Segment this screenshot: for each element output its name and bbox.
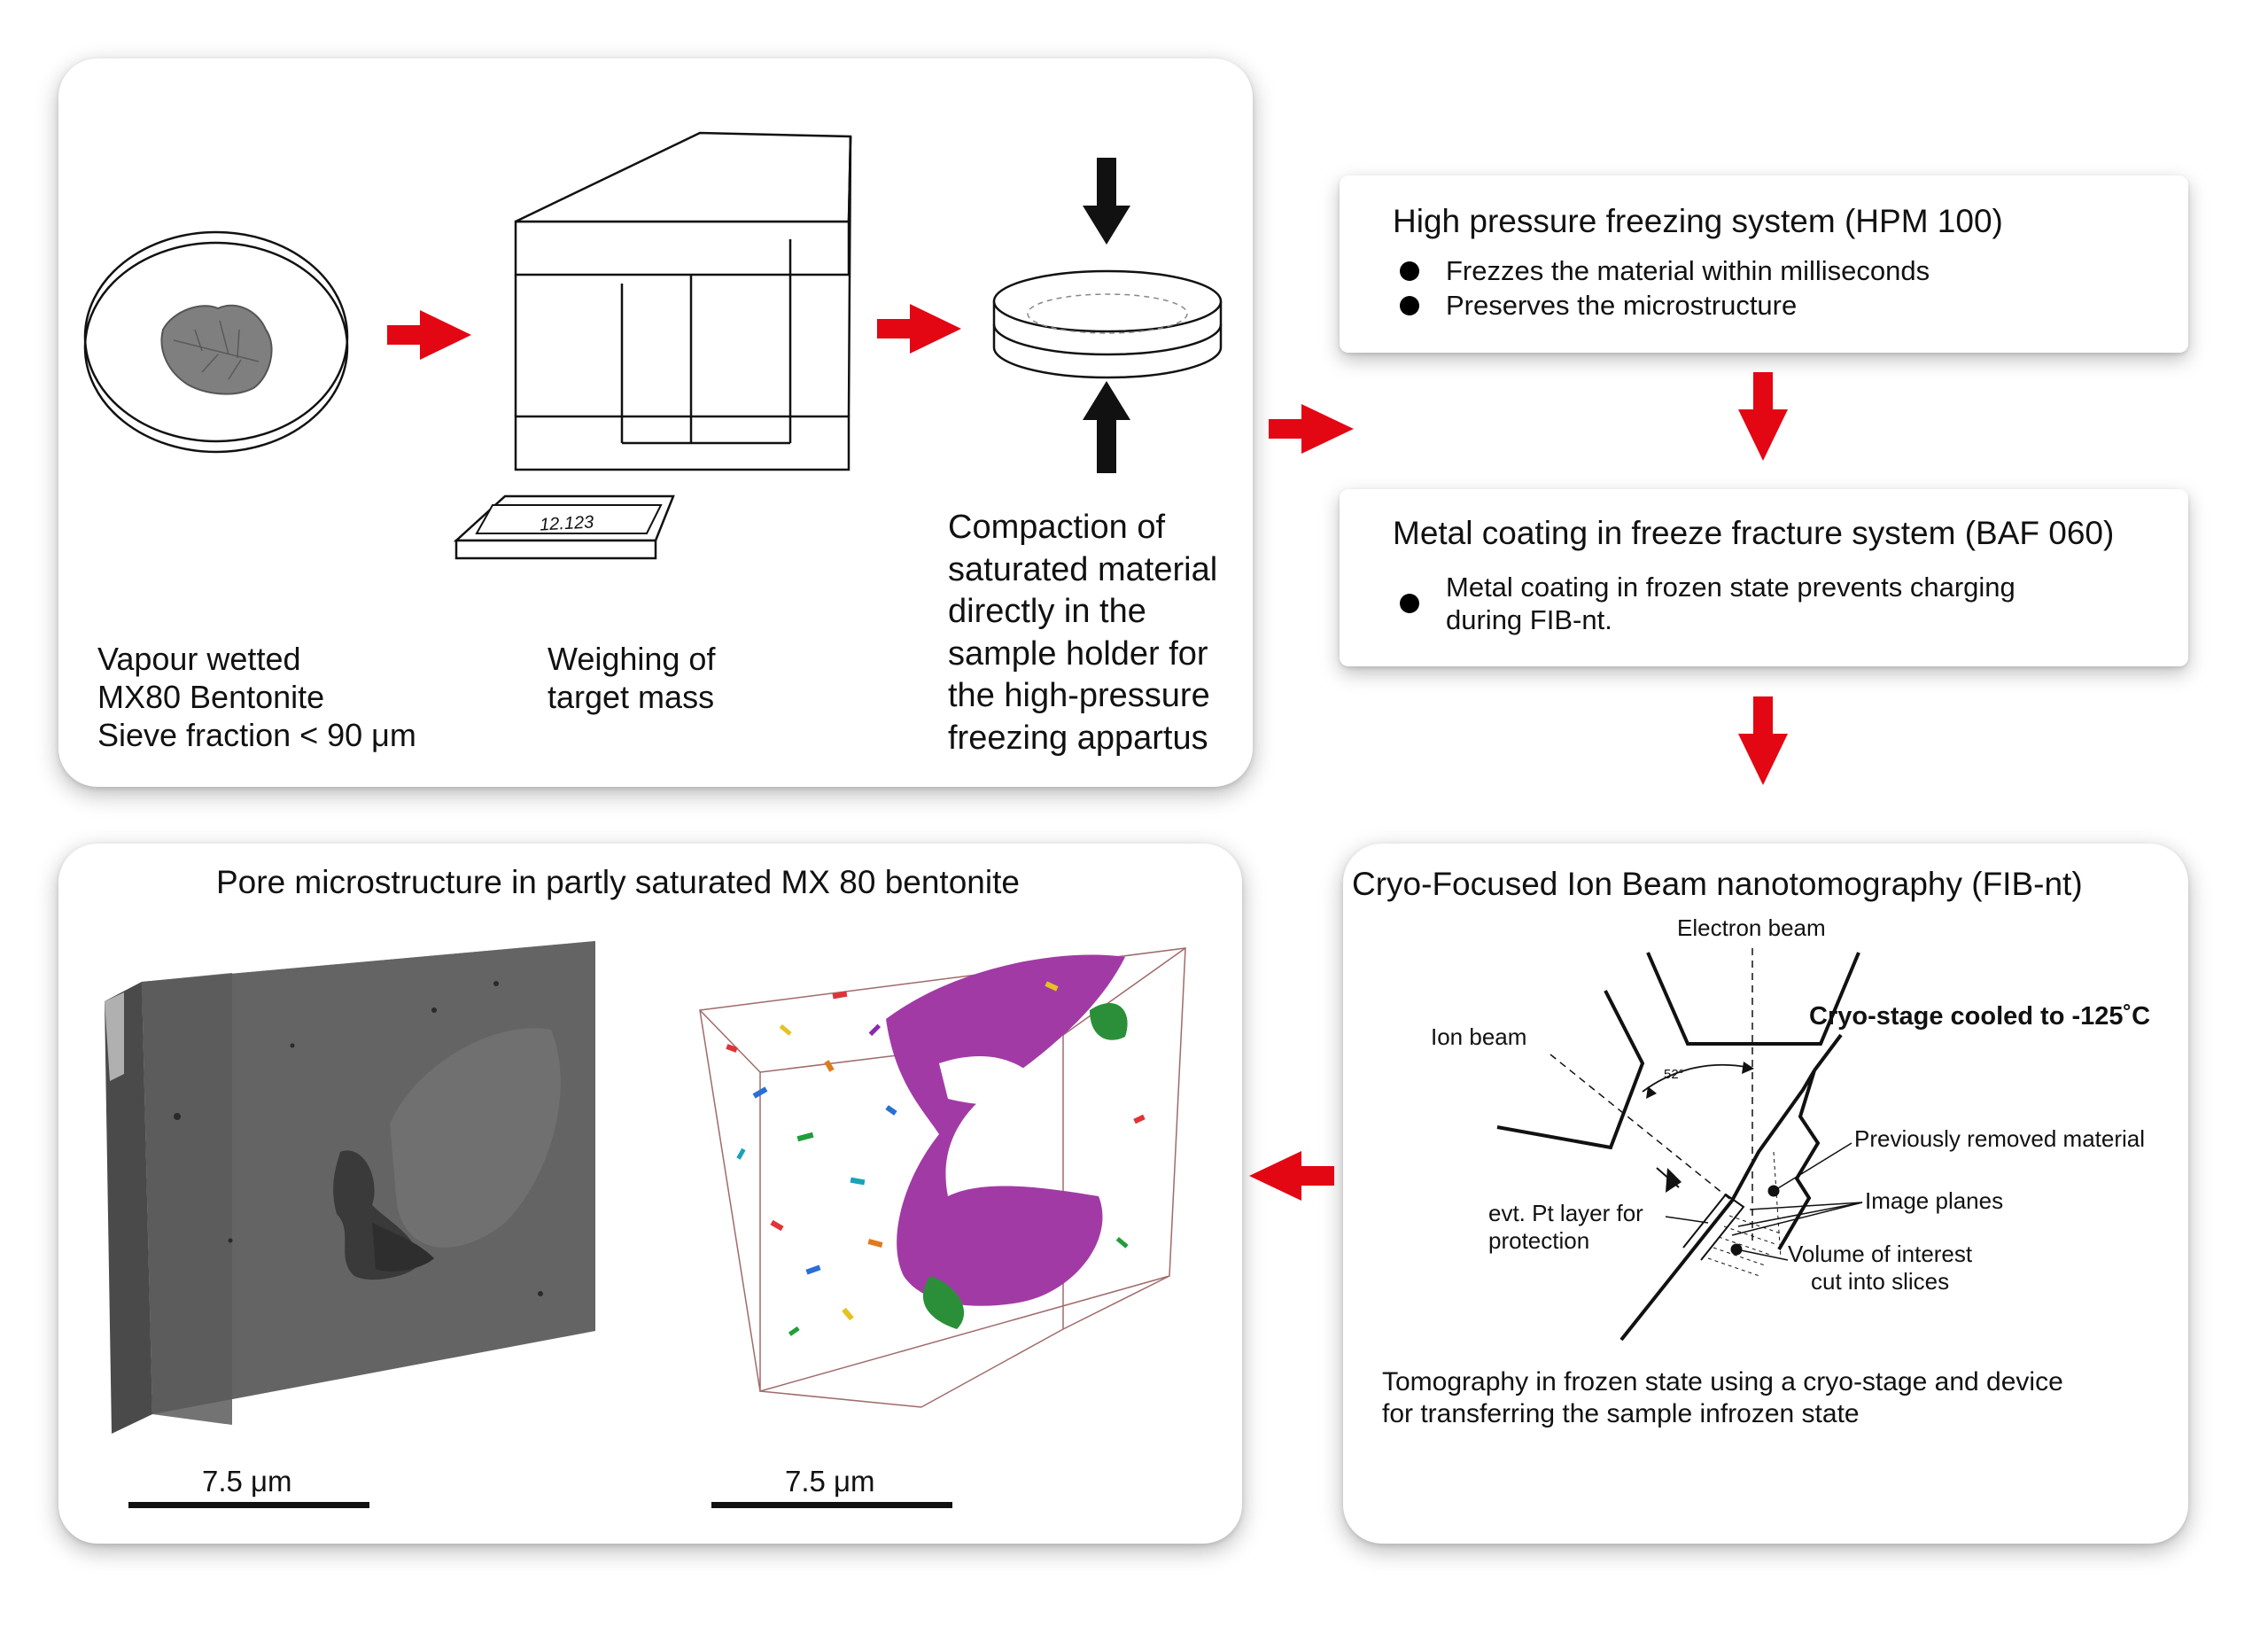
removed-material-label: Previously removed material <box>1854 1125 2146 1152</box>
volume-of-interest-label: Volume of interest cut into slices <box>1788 1241 1973 1295</box>
coating-bullet-1: Metal coating in frozen state prevents c… <box>1400 571 2016 636</box>
weigh-label: Weighing of target mass <box>548 641 716 716</box>
ion-beam-label: Ion beam <box>1431 1023 1527 1050</box>
scale-label-right: 7.5 μm <box>785 1465 875 1498</box>
scale-bar-left <box>128 1502 369 1508</box>
sem-volume-image <box>105 941 595 1434</box>
arrow-right-1 <box>387 310 471 360</box>
ion-beam-column <box>1496 990 1645 1150</box>
arrow-right-2 <box>877 304 961 354</box>
arrow-down-1 <box>1738 372 1788 461</box>
fib-panel <box>1343 844 2188 1544</box>
hpf-title: High pressure freezing system (HPM 100) <box>1393 203 2003 239</box>
electron-beam-label: Electron beam <box>1677 914 1826 941</box>
fib-schematic <box>1496 948 1863 1342</box>
compaction-label: Compaction of saturated material directl… <box>948 509 1218 757</box>
pt-layer-label: evt. Pt layer for protection <box>1488 1200 1643 1255</box>
image-planes-label: Image planes <box>1865 1187 2004 1214</box>
sample-label: Vapour wetted MX80 Bentonite Sieve fract… <box>97 641 416 754</box>
result-title: Pore microstructure in partly saturated … <box>216 864 1020 900</box>
electron-beam-column <box>1646 952 1860 1046</box>
red-arrows <box>387 304 1788 1201</box>
scale-label-left: 7.5 μm <box>202 1465 292 1498</box>
hpf-bullet-1: Frezzes the material within milliseconds <box>1400 255 1930 287</box>
arrow-down-2 <box>1738 696 1788 785</box>
fib-caption: Tomography in frozen state using a cryo-… <box>1382 1367 2063 1428</box>
arrow-right-3 <box>1269 404 1354 454</box>
bullet-dot <box>1400 594 1419 613</box>
scale-bar-right <box>711 1502 952 1508</box>
petri-dish-icon <box>83 230 349 454</box>
hpf-bullet-2: Preserves the microstructure <box>1400 290 1797 322</box>
cryo-stage-label: Cryo-stage cooled to -125˚C <box>1809 1002 2151 1031</box>
pore-rendering-image <box>699 947 1186 1408</box>
press-arrows <box>1083 158 1130 473</box>
coating-title: Metal coating in freeze fracture system … <box>1393 515 2115 551</box>
sample-holder-icon <box>992 269 1223 379</box>
balance-icon: 12.123 <box>453 131 852 560</box>
bullet-dot <box>1400 296 1419 315</box>
hpf-box <box>1340 175 2188 353</box>
arrow-left-1 <box>1249 1151 1334 1201</box>
sample-stage <box>1619 1069 1821 1342</box>
bullet-dot <box>1400 261 1419 281</box>
fib-title: Cryo-Focused Ion Beam nanotomography (FI… <box>1352 866 2083 902</box>
angle-label: 52° <box>1664 1067 1684 1082</box>
pore-fragments <box>726 981 1146 1336</box>
coating-box <box>1340 489 2188 666</box>
balance-display: 12.123 <box>540 512 594 534</box>
